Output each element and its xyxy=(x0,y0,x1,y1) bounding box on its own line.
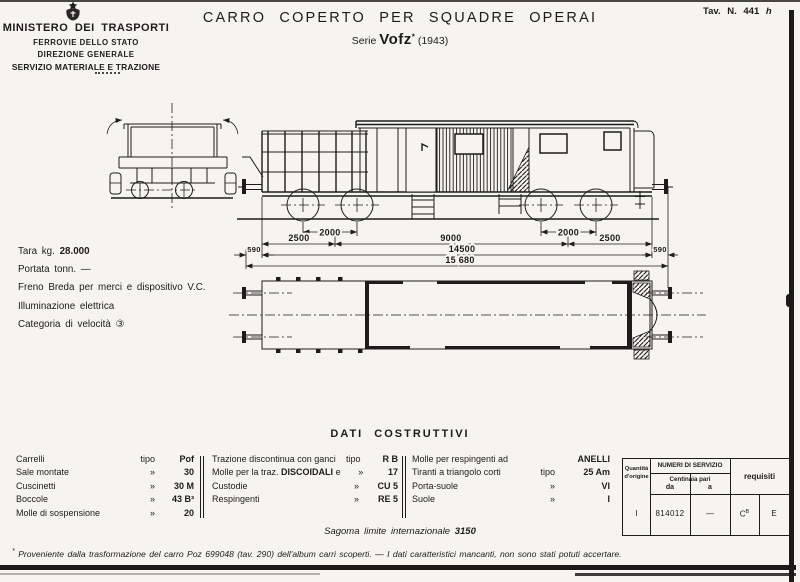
dim-buffer-overhang-right: 590 xyxy=(653,245,666,254)
wagon-technical-drawing: 2000 2000 2500 9000 2500 590 14500 590 1… xyxy=(106,103,706,360)
footnote: * Proveniente dalla trasformazione del c… xyxy=(12,547,622,559)
dati-costruttivi-heading: DATI COSTRUTTIVI xyxy=(330,428,470,440)
plate-number-main: Tav. N. 441 xyxy=(703,6,760,17)
table-header-centinaia: Centinaia pari xyxy=(669,476,711,483)
scan-top-edge xyxy=(0,0,800,2)
spec-row-tara: Tara kg. 28.000 xyxy=(18,246,90,257)
table-header-da: da xyxy=(665,484,675,491)
scan-right-blob xyxy=(786,294,794,307)
table-header-requisiti: requisiti xyxy=(743,472,776,481)
spec-row-freno: Freno Breda per merci e dispositivo V.C. xyxy=(18,282,206,294)
dim-buffer-overhang-left: 590 xyxy=(247,245,260,254)
dimension-lines: 2000 2000 2500 9000 2500 590 14500 590 1… xyxy=(234,186,678,288)
dati-row: Porta-suole»VI xyxy=(412,480,610,491)
footnote-marker: * xyxy=(12,547,15,555)
dati-row: Sale montate»30 xyxy=(16,467,194,478)
ministry-divider-dash xyxy=(95,72,120,74)
table-cell-requisito-2: E xyxy=(771,509,777,518)
dati-row: Molle di sospensione»20 xyxy=(16,507,194,518)
dim-bogie-wheelbase-right: 2000 xyxy=(558,228,579,238)
table-cell-da: 814012 xyxy=(655,509,685,518)
document-title: CARRO COPERTO PER SQUADRE OPERAI xyxy=(202,10,598,26)
series-year: (1943) xyxy=(417,35,449,47)
stake-pockets xyxy=(276,277,363,353)
dati-row: Suole»I xyxy=(412,494,610,505)
dati-row: Molle per la traz. DISCOIDALI e»17 xyxy=(212,467,398,478)
dim-span-right: 2500 xyxy=(599,233,620,243)
column-divider xyxy=(200,456,204,518)
ministry-line: MINISTERO DEI TRASPORTI xyxy=(2,22,170,34)
scan-bottom-rule xyxy=(0,565,796,570)
scan-bottom-rule-3 xyxy=(0,573,320,575)
issuing-authority-block: MINISTERO DEI TRASPORTI FERROVIE DELLO S… xyxy=(0,22,172,73)
dati-row: Custodie»CU 5 xyxy=(212,480,398,491)
dim-span-left: 2500 xyxy=(288,233,309,243)
table-cell-quantity: I xyxy=(635,509,638,518)
side-view-wheels xyxy=(281,188,618,222)
plan-view-drawing xyxy=(229,270,706,360)
wagon-specs-list: Tara kg. 28.000 Portata tonn. — Freno Br… xyxy=(18,246,206,337)
spec-row-illuminazione: Illuminazione elettrica xyxy=(18,300,115,312)
table-header-numeri-di-servizio: NUMERI DI SERVIZIO xyxy=(657,462,723,469)
table-header-a: a xyxy=(708,484,712,491)
dati-row: Boccole»43 B³ xyxy=(16,494,194,505)
end-view-drawing xyxy=(106,103,239,208)
ministry-line: DIREZIONE GENERALE xyxy=(37,50,135,59)
column-divider xyxy=(402,456,406,518)
dim-bogie-wheelbase-left: 2000 xyxy=(319,228,340,238)
plan-buffers xyxy=(233,287,703,343)
series-footnote-mark: * xyxy=(411,32,415,42)
dim-total-length: 15 680 xyxy=(445,255,474,265)
series-name: Vofz xyxy=(379,31,412,48)
plate-number-suffix: h xyxy=(765,6,772,17)
table-cell-a: — xyxy=(706,509,714,518)
ministry-line: SERVIZIO MATERIALE E TRAZIONE xyxy=(11,62,161,72)
plate-number: Tav. N. 441 h xyxy=(703,6,772,17)
dim-body-length: 14500 xyxy=(449,244,476,254)
sagoma-limite-note: Sagoma limite internazionale 3150 xyxy=(324,526,476,537)
side-view-drawing xyxy=(237,120,673,222)
scan-bottom-rule-2 xyxy=(575,573,796,576)
coat-of-arms-icon xyxy=(66,1,80,21)
dim-bogie-pivot-distance: 9000 xyxy=(440,233,461,243)
ministry-line: FERROVIE DELLO STATO xyxy=(33,38,139,47)
dati-row: Respingenti»RE 5 xyxy=(212,494,398,505)
spec-row-portata: Portata tonn. — xyxy=(18,264,91,276)
spec-row-categoria: Categoria di velocità ③ xyxy=(18,318,125,330)
table-header-quantita: Quantità d'origine xyxy=(624,466,649,480)
series-subtitle: Serie Vofz* (1943) xyxy=(190,31,610,48)
dati-row: Cuscinetti»30 M xyxy=(16,480,194,491)
series-label: Serie xyxy=(351,35,377,47)
service-numbers-table: Quantità d'origine NUMERI DI SERVIZIO Ce… xyxy=(622,458,790,536)
table-cell-requisito-1: CB xyxy=(739,509,750,519)
